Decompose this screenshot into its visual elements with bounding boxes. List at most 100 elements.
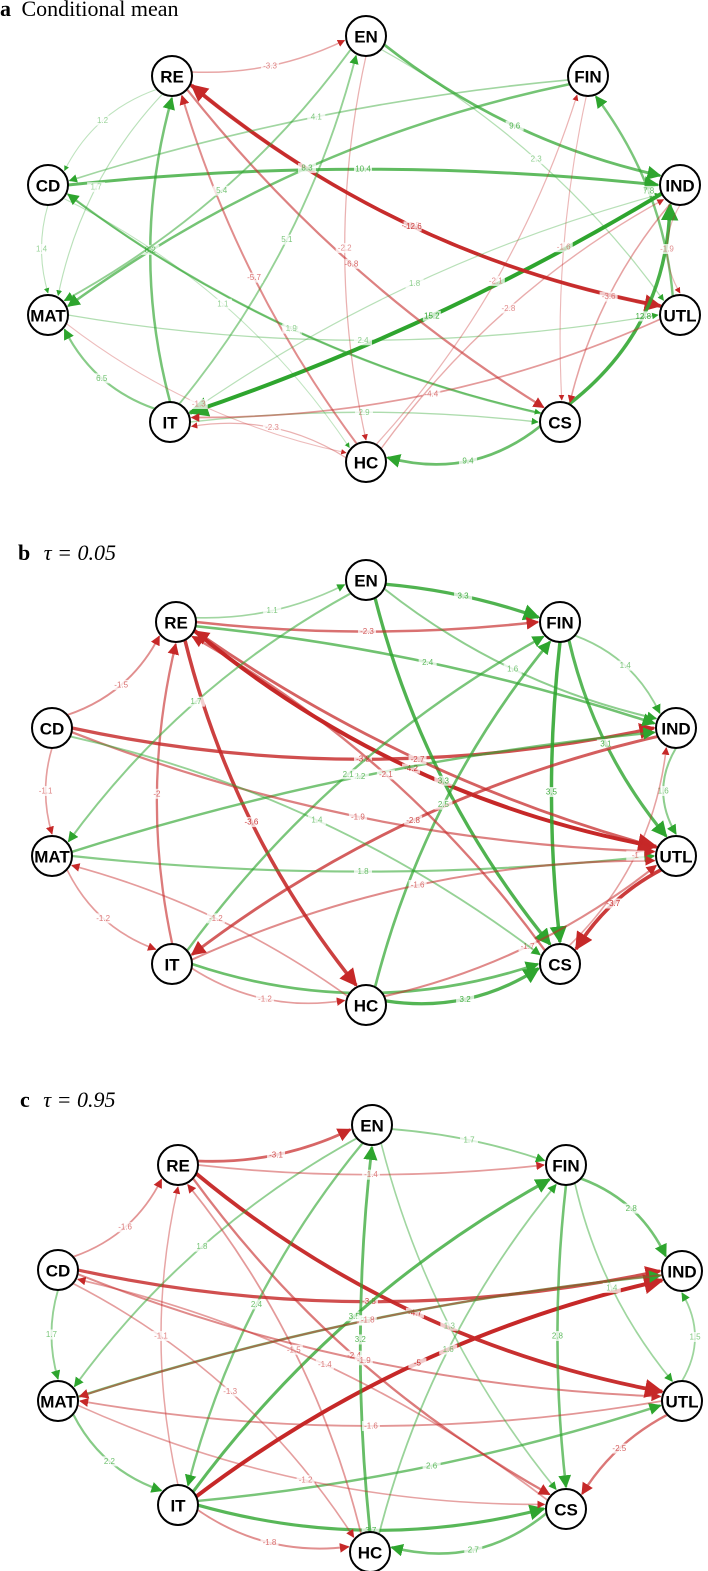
edge-en-ind bbox=[383, 587, 658, 722]
edge-label-bg bbox=[94, 913, 113, 924]
edge-label-bg bbox=[403, 221, 422, 232]
edge-cd-cs bbox=[65, 192, 541, 415]
edge-label-bg bbox=[658, 244, 676, 254]
node-label: IT bbox=[170, 1497, 186, 1516]
edge-label-bg bbox=[192, 1241, 211, 1252]
node-circle bbox=[661, 1380, 703, 1422]
node-it: IT bbox=[149, 401, 191, 443]
edge-ind-cs bbox=[567, 202, 672, 404]
edge-cd-cs bbox=[69, 735, 541, 956]
node-circle bbox=[157, 1484, 199, 1526]
edge-label-bg bbox=[112, 679, 131, 690]
node-label: IT bbox=[164, 956, 180, 975]
edge-value-label: -1.2 bbox=[209, 914, 223, 923]
node-circle bbox=[349, 1531, 391, 1571]
edge-label-bg bbox=[610, 1443, 629, 1454]
edge-label-bg bbox=[242, 817, 261, 828]
edge-value-label: 1.7 bbox=[190, 697, 202, 706]
edge-label-bg bbox=[440, 1320, 459, 1331]
node-circle bbox=[655, 835, 697, 877]
node-cd: CD bbox=[31, 707, 73, 749]
edge-value-label: -4.7 bbox=[408, 1308, 422, 1317]
edge-value-label: -2.2 bbox=[338, 244, 352, 253]
node-ind: IND bbox=[661, 1250, 703, 1292]
edge-value-label: 3.5 bbox=[546, 788, 558, 797]
edge-value-label: 10.4 bbox=[355, 165, 371, 174]
edge-label-bg bbox=[499, 303, 518, 314]
node-ind: IND bbox=[655, 707, 697, 749]
edge-value-label: 4.1 bbox=[311, 112, 323, 121]
edge-cs-re bbox=[191, 635, 547, 952]
node-circle bbox=[345, 984, 387, 1026]
node-utl: UTL bbox=[661, 1380, 703, 1422]
node-hc: HC bbox=[349, 1531, 391, 1571]
edge-value-label: -3.6 bbox=[245, 818, 259, 827]
edge-label-bg bbox=[42, 1329, 61, 1340]
panel-c-label: c τ = 0.95 bbox=[20, 1087, 116, 1112]
edge-label-bg bbox=[152, 1331, 170, 1341]
edge-value-label: 2.2 bbox=[104, 1457, 116, 1466]
edge-label-bg bbox=[354, 164, 372, 175]
node-circle bbox=[151, 943, 193, 985]
edge-value-label: -1.4 bbox=[318, 1360, 332, 1369]
edge-label-bg bbox=[141, 244, 160, 255]
edge-label-bg bbox=[362, 1420, 380, 1431]
edge-label-bg bbox=[277, 234, 296, 245]
panel-a-edges: 15.2-12.5-12.612.810.49.49.68.38.26.57.8… bbox=[32, 39, 681, 468]
edge-value-label: 2.8 bbox=[552, 1332, 564, 1341]
edge-label-bg bbox=[460, 1134, 479, 1145]
edge-label-bg bbox=[262, 422, 281, 433]
edge-value-label: 1.1 bbox=[267, 606, 279, 615]
edge-value-label: -3.6 bbox=[602, 292, 616, 301]
edge-value-label: -1.9 bbox=[660, 245, 674, 254]
edge-label-bg bbox=[405, 278, 424, 289]
edge-label-bg bbox=[404, 815, 423, 826]
node-label: IND bbox=[665, 177, 694, 196]
edge-value-label: 1.9 bbox=[286, 324, 298, 333]
edge-label-bg bbox=[505, 120, 524, 131]
edge-value-label: -1.1 bbox=[39, 787, 53, 796]
edge-label-bg bbox=[408, 1358, 427, 1369]
edge-value-label: 2.5 bbox=[438, 800, 450, 809]
edge-label-bg bbox=[87, 182, 106, 193]
edge-label-bg bbox=[315, 1359, 334, 1370]
edge-value-label: 8.2 bbox=[145, 245, 157, 254]
edge-hc-mat bbox=[71, 863, 349, 998]
node-circle bbox=[345, 15, 387, 57]
node-circle bbox=[31, 835, 73, 877]
node-label: CD bbox=[36, 177, 61, 196]
edge-label-bg bbox=[342, 258, 361, 269]
edge-label-bg bbox=[284, 1344, 303, 1355]
edge-it-mat bbox=[63, 328, 156, 410]
edge-label-bg bbox=[596, 738, 615, 749]
node-label: EN bbox=[354, 572, 378, 591]
node-utl: UTL bbox=[659, 294, 701, 336]
panel-b-title: τ = 0.05 bbox=[44, 540, 116, 565]
node-label: CS bbox=[554, 1501, 578, 1520]
edge-label-bg bbox=[358, 626, 376, 637]
panel-c-letter: c bbox=[20, 1087, 30, 1112]
edge-value-label: 1.6 bbox=[658, 787, 670, 796]
edge-label-bg bbox=[186, 696, 205, 707]
edge-label-bg bbox=[32, 244, 51, 254]
edge-label-bg bbox=[354, 754, 372, 765]
edge-value-label: -12.6 bbox=[403, 222, 422, 231]
node-cs: CS bbox=[539, 401, 581, 443]
node-label: HC bbox=[354, 454, 379, 473]
node-label: FIN bbox=[546, 614, 573, 633]
edge-value-label: -3.3 bbox=[263, 61, 277, 70]
node-label: EN bbox=[354, 28, 378, 47]
edge-label-bg bbox=[345, 1311, 364, 1322]
edge-value-label: -1.5 bbox=[114, 680, 128, 689]
edge-value-label: -2 bbox=[153, 789, 161, 798]
edge-value-label: -2.5 bbox=[612, 1444, 626, 1453]
node-label: UTL bbox=[663, 307, 696, 326]
edge-mat-it bbox=[66, 869, 157, 951]
edge-value-label: 5.1 bbox=[281, 235, 293, 244]
edge-utl-cs bbox=[574, 868, 663, 951]
edge-value-label: -5.7 bbox=[247, 273, 261, 282]
edge-value-label: 9.6 bbox=[509, 121, 521, 130]
edge-value-label: -3.7 bbox=[606, 899, 620, 908]
edge-label-bg bbox=[212, 185, 231, 196]
edge-label-bg bbox=[247, 1299, 266, 1310]
